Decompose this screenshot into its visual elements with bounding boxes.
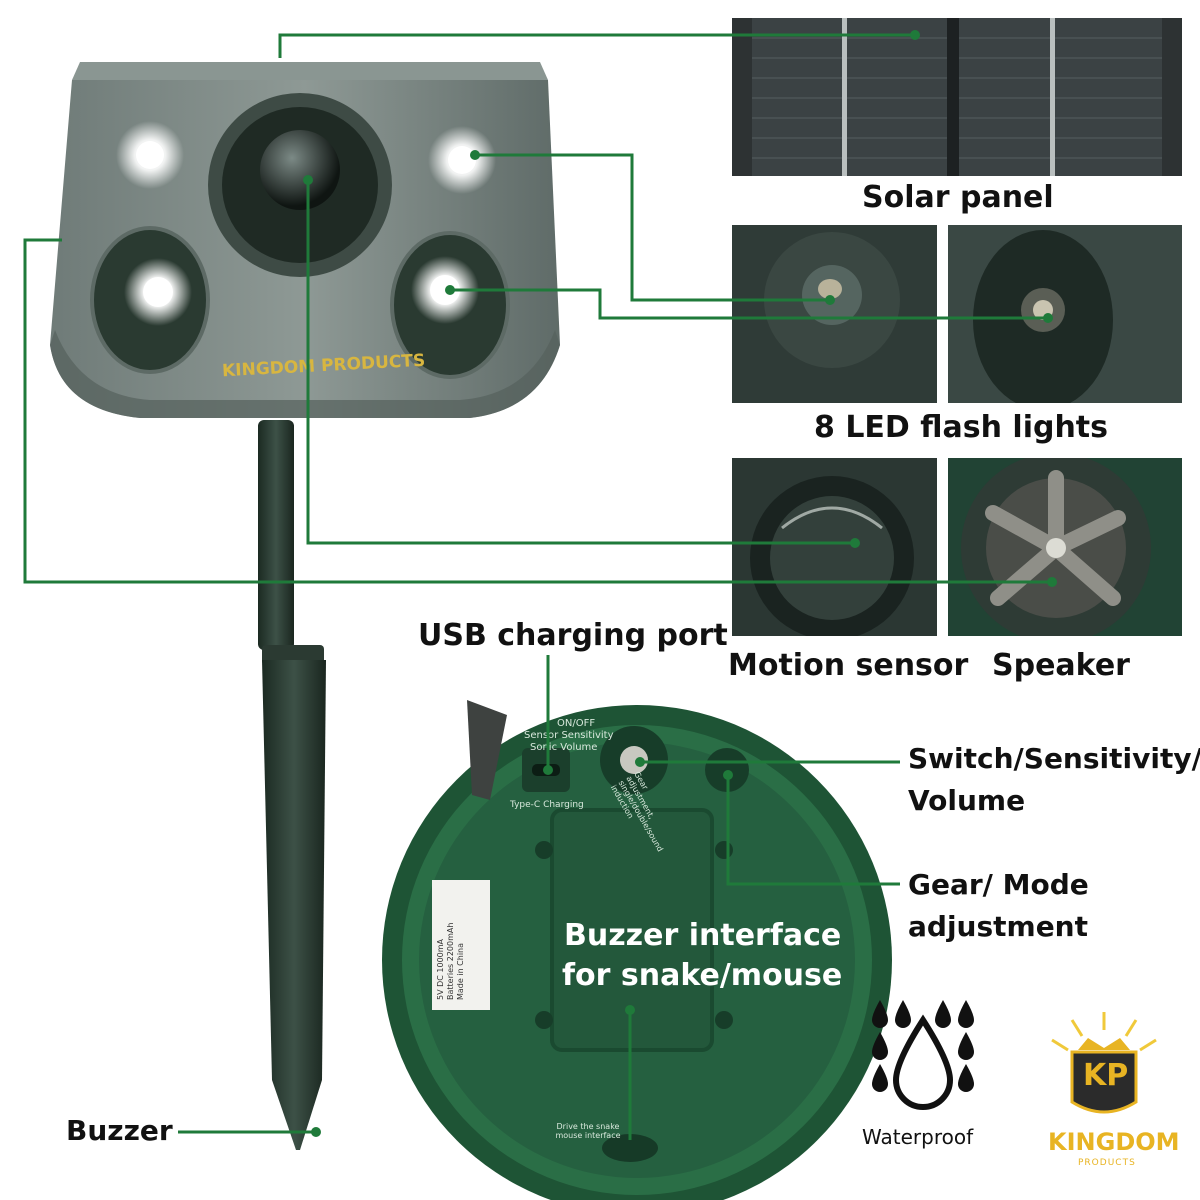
label-switch-2: Volume bbox=[908, 784, 1026, 817]
label-buzzer-interface-2: for snake/mouse bbox=[562, 958, 843, 993]
bottom-panel-photo bbox=[382, 700, 892, 1200]
logo-initials: KP bbox=[1083, 1058, 1129, 1093]
device-illustration bbox=[50, 62, 560, 1150]
label-solar-panel: Solar panel bbox=[862, 180, 1054, 215]
label-buzzer-interface-1: Buzzer interface bbox=[564, 918, 842, 953]
label-gear-2: adjustment bbox=[908, 910, 1089, 943]
waterproof-label: Waterproof bbox=[862, 1125, 974, 1149]
panel-text-sonic: Sonic Volume bbox=[530, 742, 598, 753]
kingdom-products-logo bbox=[1051, 1012, 1157, 1114]
logo-name: KINGDOM bbox=[1048, 1128, 1180, 1156]
label-gear-1: Gear/ Mode bbox=[908, 868, 1089, 901]
label-buzzer: Buzzer bbox=[66, 1114, 173, 1147]
panel-text-on-off: ON/OFF bbox=[557, 718, 596, 729]
led-closeup-photo-2 bbox=[948, 225, 1182, 403]
logo-sub: PRODUCTS bbox=[1078, 1158, 1136, 1168]
panel-text-typec: Type-C Charging bbox=[510, 800, 584, 810]
solar-panel-photo bbox=[732, 18, 1182, 176]
waterproof-icon bbox=[872, 1000, 974, 1110]
panel-text-sensor: Sensor Sensitivity bbox=[524, 730, 614, 741]
stake bbox=[258, 420, 326, 1150]
motion-sensor-photo bbox=[732, 458, 937, 636]
label-led-lights: 8 LED flash lights bbox=[814, 410, 1109, 445]
label-motion-sensor: Motion sensor bbox=[728, 648, 969, 683]
label-speaker: Speaker bbox=[992, 648, 1130, 683]
label-usb-port: USB charging port bbox=[418, 618, 728, 653]
label-switch-1: Switch/Sensitivity/ bbox=[908, 742, 1200, 775]
device-head bbox=[50, 62, 560, 418]
panel-text-drive: Drive the snake mouse interface bbox=[555, 1122, 621, 1140]
